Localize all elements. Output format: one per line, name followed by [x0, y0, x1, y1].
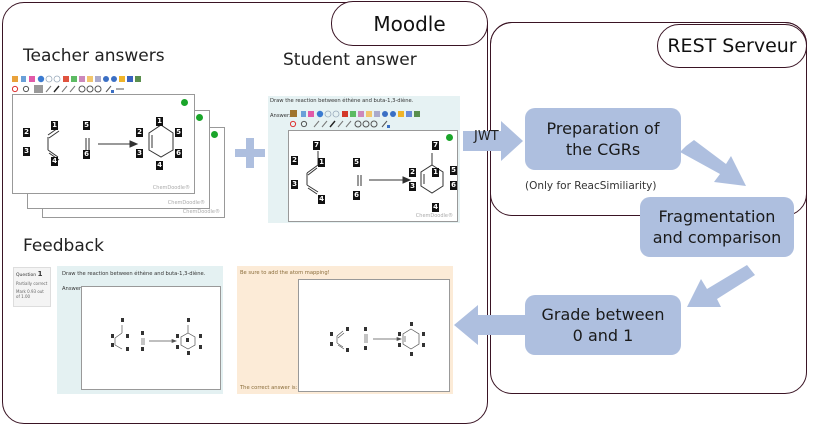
atom-map-label: 3 [291, 180, 298, 189]
step-2-line-1: Fragmentation [658, 207, 776, 226]
feedback-student-drawing [81, 286, 221, 390]
atom-map-label: 6 [450, 181, 457, 190]
question-label-text: Question [16, 273, 37, 278]
student-answer-label: Student answer [283, 50, 417, 70]
correct-answer-reaction [330, 322, 425, 356]
correct-check-icon [211, 131, 218, 138]
feedback-answer-panel: Draw the reaction between éthène and but… [57, 266, 223, 394]
step-note: (Only for ReacSimiliarity) [525, 180, 657, 192]
student-reaction-drawing [306, 151, 444, 195]
atom-map-label: 5 [83, 121, 90, 130]
arrow-to-fragmentation [680, 140, 746, 186]
step-prepare-cgrs: Preparation of the CGRs [525, 108, 681, 170]
moodle-frame [2, 2, 488, 424]
teacher-answers-label: Teacher answers [23, 46, 165, 66]
correct-check-icon [181, 99, 188, 106]
jwt-label: JWT [474, 129, 499, 144]
atom-map-label: 2 [136, 128, 143, 137]
atom-map-label: 2 [23, 128, 30, 137]
plus-icon-vertical [246, 138, 254, 168]
atom-map-label: 4 [156, 161, 163, 170]
atom-map-label: 2 [291, 156, 298, 165]
atom-map-label: 2 [409, 168, 416, 177]
teacher-answer-card-1: ChemDoodle® [12, 94, 195, 194]
teacher-editor-toolbar [12, 75, 172, 95]
correct-answer-drawing [298, 279, 450, 392]
moodle-title: Moodle [331, 1, 488, 46]
atom-map-label: 5 [175, 128, 182, 137]
feedback-answer-label: Answer: [62, 286, 83, 292]
atom-map-label: 3 [409, 182, 416, 191]
atom-map-label: 5 [450, 166, 457, 175]
chemdoodle-watermark: ChemDoodle® [182, 209, 220, 215]
step-grade: Grade between 0 and 1 [525, 295, 681, 355]
rest-server-frame-body [490, 22, 807, 394]
step-3-line-1: Grade between [541, 305, 665, 324]
question-number: 1 [37, 270, 43, 278]
atom-map-label: 1 [432, 168, 439, 177]
jwt-arrow [463, 121, 523, 161]
step-1-line-2: the CGRs [565, 140, 641, 159]
question-status: Partially correct [16, 281, 48, 286]
arrow-to-grade [687, 265, 755, 307]
atom-map-label: 6 [353, 191, 360, 200]
teacher-reaction-drawing [47, 124, 174, 161]
correct-check-icon [196, 114, 203, 121]
moodle-title-text: Moodle [373, 11, 446, 36]
feedback-prompt: Draw the reaction between éthène and but… [62, 271, 206, 277]
atom-map-label: 7 [432, 141, 439, 150]
question-info-box: Question 1 Partially correct Mark 0.93 o… [13, 267, 51, 307]
correct-answer-panel: Be sure to add the atom mapping! The cor… [237, 266, 453, 394]
chemdoodle-watermark: ChemDoodle® [152, 185, 190, 191]
atom-map-label: 4 [318, 195, 325, 204]
toolbar-icons [12, 75, 141, 93]
correct-answer-label: The correct answer is: [240, 385, 298, 391]
question-mark: Mark 0.93 out of 1.00 [16, 289, 44, 299]
student-prompt: Draw the reaction between éthène and but… [270, 98, 414, 104]
rest-server-title: REST Serveur [657, 24, 807, 68]
step-1-line-1: Preparation of [546, 119, 660, 138]
atom-map-label: 4 [432, 203, 439, 212]
correct-check-icon [446, 134, 453, 141]
atom-map-label: 6 [175, 149, 182, 158]
feedback-label: Feedback [23, 236, 104, 256]
atom-map-label: 6 [83, 150, 90, 159]
atom-map-label: 3 [136, 149, 143, 158]
rest-server-title-text: REST Serveur [667, 35, 797, 57]
question-label: Question 1 [16, 270, 42, 278]
step-fragmentation: Fragmentation and comparison [640, 197, 794, 257]
atom-map-label: 1 [318, 158, 325, 167]
atom-map-label: 1 [51, 121, 58, 130]
chemdoodle-watermark: ChemDoodle® [415, 213, 453, 219]
step-2-line-2: and comparison [652, 228, 782, 247]
arrow-to-feedback [454, 305, 528, 345]
atom-map-label: 5 [353, 158, 360, 167]
student-editor-toolbar [290, 110, 420, 128]
chemdoodle-watermark: ChemDoodle® [167, 200, 205, 206]
atom-mapping-hint: Be sure to add the atom mapping! [240, 270, 330, 276]
step-3-line-2: 0 and 1 [572, 326, 634, 345]
feedback-student-reaction [111, 318, 202, 355]
student-answer-label: Answer: [270, 113, 291, 119]
atom-map-label: 4 [51, 157, 58, 166]
atom-map-label: 3 [23, 147, 30, 156]
atom-map-label: 7 [313, 141, 320, 150]
atom-map-label: 1 [156, 117, 163, 126]
